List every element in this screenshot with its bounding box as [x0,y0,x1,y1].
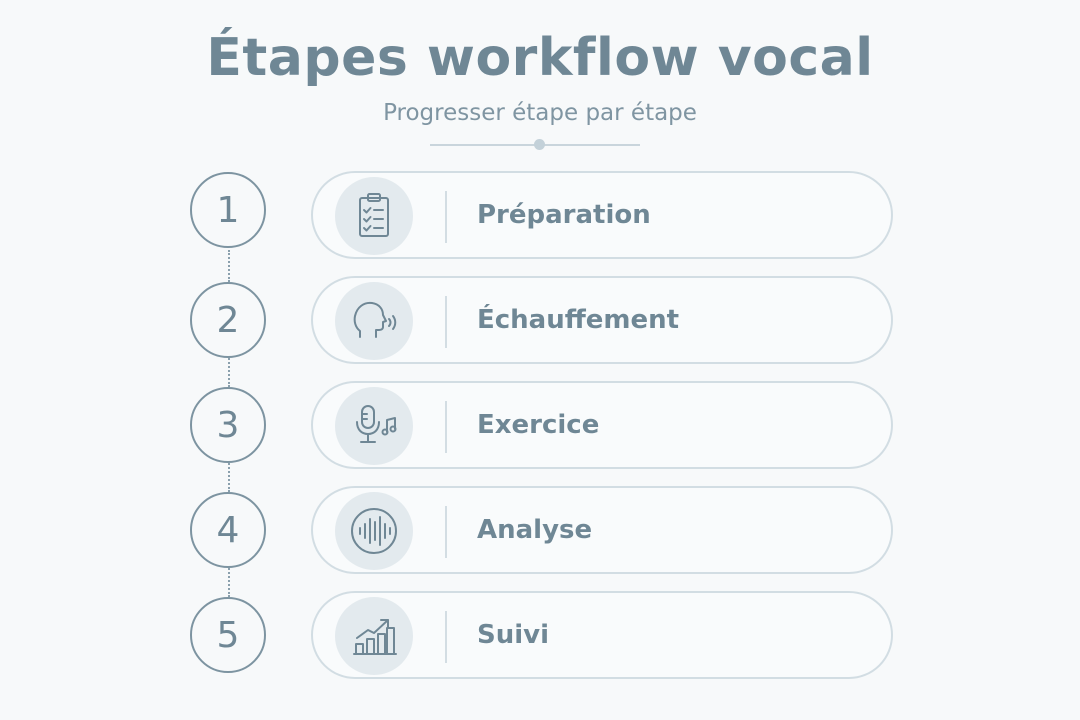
step-label: Préparation [477,200,651,230]
sound-wave-icon [335,492,413,570]
step-number-3: 3 [190,387,266,463]
step-number-2: 2 [190,282,266,358]
step-card-exercice[interactable]: Exercice [311,381,893,469]
step-connector [228,355,230,387]
head-speaking-icon [335,282,413,360]
microphone-music-icon [335,387,413,465]
step-number-4: 4 [190,492,266,568]
step-connector [228,460,230,492]
page-title: Étapes workflow vocal [206,28,874,88]
step-card-analyse[interactable]: Analyse [311,486,893,574]
step-label: Échauffement [477,305,680,335]
step-label: Suivi [477,620,550,650]
step-label: Analyse [477,515,593,545]
step-number-1: 1 [190,172,266,248]
step-card-preparation[interactable]: Préparation [311,171,893,259]
growth-chart-icon [335,597,413,675]
clipboard-checklist-icon [335,177,413,255]
step-connector [228,250,230,282]
page-subtitle: Progresser étape par étape [383,100,697,126]
title-divider-dot [534,139,545,150]
step-card-echauffement[interactable]: Échauffement [311,276,893,364]
card-separator [445,191,447,243]
card-separator [445,506,447,558]
card-separator [445,611,447,663]
step-card-suivi[interactable]: Suivi [311,591,893,679]
step-number-5: 5 [190,597,266,673]
card-separator [445,401,447,453]
step-label: Exercice [477,410,600,440]
card-separator [445,296,447,348]
step-connector [228,565,230,597]
